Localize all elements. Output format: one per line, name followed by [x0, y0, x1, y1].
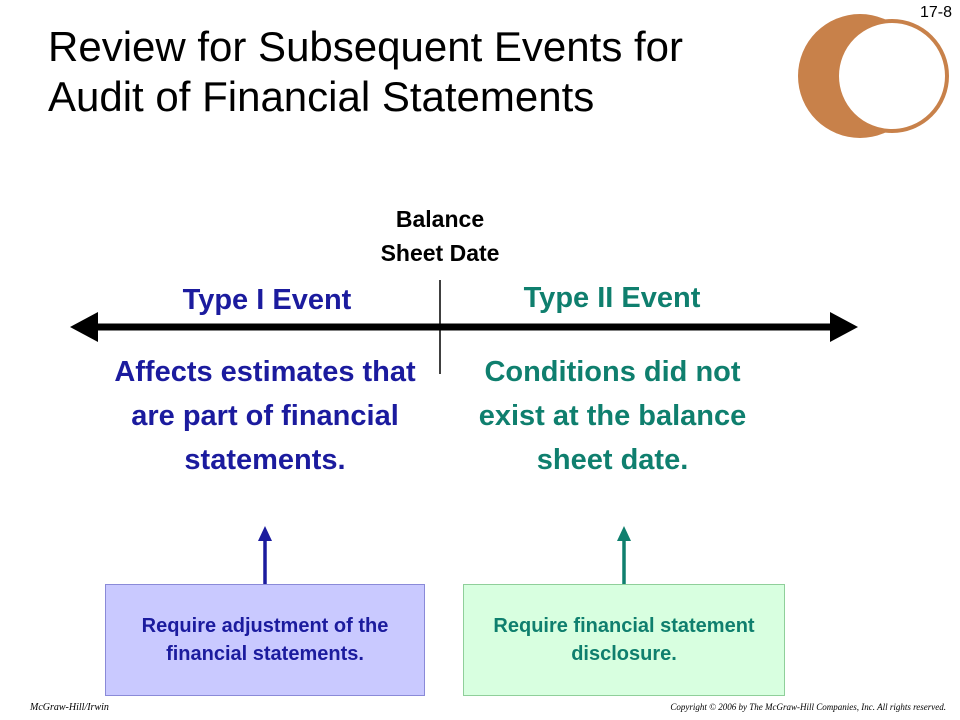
adjustment-box-text: Require adjustment of the financial stat… [141, 615, 389, 665]
title-line-2: Audit of Financial Statements [48, 73, 595, 120]
connector-arrows [258, 526, 631, 585]
balance-sheet-date-label: Balance Sheet Date [340, 202, 540, 270]
balance-label-line-2: Sheet Date [380, 240, 500, 266]
footer-copyright: Copyright © 2006 by The McGraw-Hill Comp… [670, 702, 946, 712]
slide-number: 17-8 [919, 4, 952, 21]
arrow-up-type-i-head [258, 526, 272, 541]
arrow-up-type-ii-head [617, 526, 631, 541]
disclosure-box-text: Require financial statement disclosure. [493, 615, 755, 665]
balance-label-line-1: Balance [395, 206, 485, 232]
adjustment-box: Require adjustment of the financial stat… [105, 584, 425, 696]
disclosure-box: Require financial statement disclosure. [463, 584, 785, 696]
title-line-1: Review for Subsequent Events for [48, 23, 684, 70]
decorative-circles [798, 14, 949, 138]
type-ii-description: Conditions did not exist at the balance … [478, 356, 747, 476]
timeline [70, 280, 858, 374]
type-i-event-label: Type I Event [182, 284, 352, 316]
type-i-description: Affects estimates that are part of finan… [114, 356, 416, 476]
timeline-arrow-left [70, 312, 98, 342]
footer-publisher: McGraw-Hill/Irwin [30, 702, 109, 713]
timeline-arrow-right [830, 312, 858, 342]
slide-title: Review for Subsequent Events for Audit o… [48, 22, 808, 122]
type-ii-event-label: Type II Event [523, 282, 701, 314]
outline-circle [835, 19, 949, 133]
